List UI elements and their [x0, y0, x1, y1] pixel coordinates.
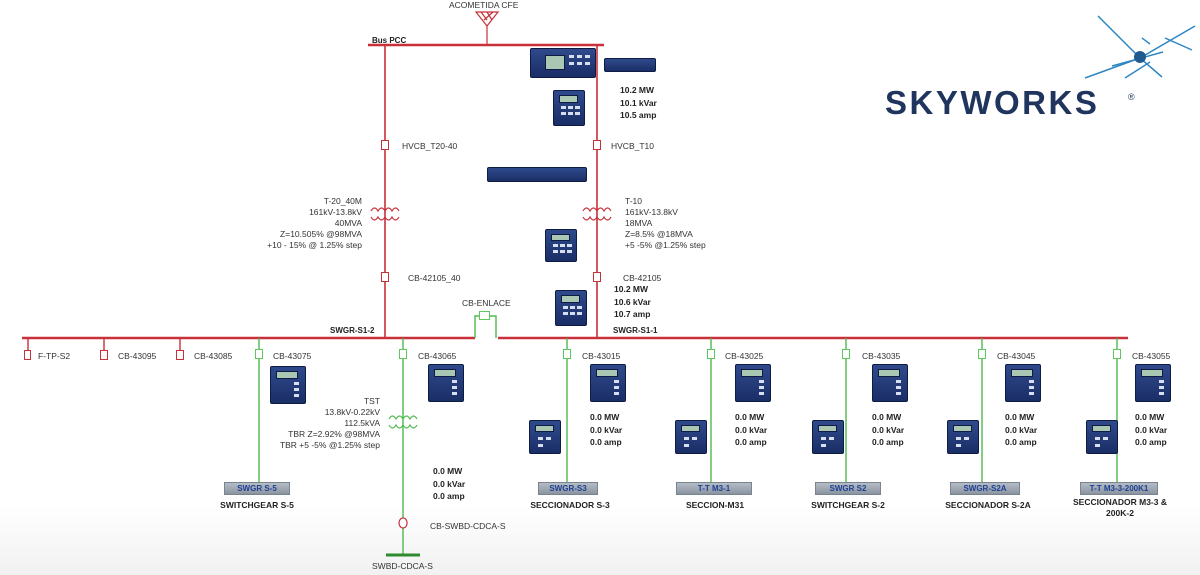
- cb-swbd-cdca-s-label: CB-SWBD-CDCA-S: [430, 521, 506, 531]
- breaker-hvcb-t20-40[interactable]: [381, 140, 389, 150]
- cb-43015-label: CB-43015: [582, 351, 621, 361]
- meter-device-s2a[interactable]: [947, 420, 979, 454]
- relay-cb-43055[interactable]: [1135, 364, 1171, 402]
- meter-device-s3[interactable]: [529, 420, 561, 454]
- meter-pcc-rack[interactable]: [604, 58, 656, 72]
- tag-swgr-s3[interactable]: SWGR-S3: [538, 482, 598, 495]
- breaker-cb-42105-40[interactable]: [381, 272, 389, 282]
- cb-43035-label: CB-43035: [862, 351, 901, 361]
- feeder-s5-name: SWITCHGEAR S-5: [220, 500, 294, 510]
- skyworks-logo-mark: [1084, 15, 1196, 79]
- meter-top-amp: 10.5 amp: [620, 110, 657, 120]
- bus-swgr-s1-1-label: SWGR-S1-1: [613, 326, 658, 335]
- breaker-cb-43075[interactable]: [255, 349, 263, 359]
- meter-device-m3-3[interactable]: [1086, 420, 1118, 454]
- cb-42105-label: CB-42105: [623, 273, 662, 283]
- tag-swgr-s2a[interactable]: SWGR-S2A: [950, 482, 1020, 495]
- breaker-cb-43025[interactable]: [707, 349, 715, 359]
- meter-top-readout: 10.2 MW 10.1 kVar 10.5 amp: [620, 84, 657, 122]
- meter-tst-readout: 0.0 MW 0.0 kVar 0.0 amp: [433, 466, 466, 501]
- cb-43025-label: CB-43025: [725, 351, 764, 361]
- utility-source-icon: [474, 11, 500, 44]
- transformer-t10-text: T-10 161kV-13.8kV 18MVA Z=8.5% @18MVA +5…: [625, 196, 706, 250]
- transformer-tst-text: TST 13.8kV-0.22kV 112.5kVA TBR Z=2.92% @…: [279, 396, 380, 450]
- relay-cb-43075[interactable]: [270, 366, 306, 404]
- relay-cb-43035[interactable]: [872, 364, 908, 402]
- breaker-cb-42105[interactable]: [593, 272, 601, 282]
- transformer-t20-text: T-20_40M 161kV-13.8kV 40MVA Z=10.505% @9…: [267, 196, 362, 250]
- hvcb-t10-label: HVCB_T10: [611, 141, 654, 151]
- cb-43065-label: CB-43065: [418, 351, 457, 361]
- bus-swgr-s1-2-label: SWGR-S1-2: [330, 326, 375, 335]
- relay-pcc-main[interactable]: [530, 48, 596, 78]
- relay-cb-43045[interactable]: [1005, 364, 1041, 402]
- relay-cb-43025[interactable]: [735, 364, 771, 402]
- relay-hvcb-t10[interactable]: [553, 90, 585, 126]
- cb-43085-label: CB-43085: [194, 351, 233, 361]
- swbd-breaker-icon: [398, 517, 408, 529]
- fuse-f-tp-s2[interactable]: [24, 350, 31, 360]
- bus-pcc-label: Bus PCC: [372, 36, 407, 45]
- cb-enlace-label: CB-ENLACE: [462, 298, 511, 308]
- registered-mark: ®: [1128, 92, 1135, 102]
- cb-43075-label: CB-43075: [273, 351, 312, 361]
- transformer-t20-icon: [370, 207, 400, 221]
- relay-cb-43015[interactable]: [590, 364, 626, 402]
- f-tp-s2-label: F-TP-S2: [38, 351, 71, 361]
- meter-top-mw: 10.2 MW: [620, 85, 655, 95]
- feeder-s3-name: SECCIONADOR S-3: [530, 500, 610, 510]
- feeder-s2a-name: SECCIONADOR S-2A: [945, 500, 1031, 510]
- meter-device-m31[interactable]: [675, 420, 707, 454]
- breaker-cb-43095[interactable]: [100, 350, 108, 360]
- relay-cb-42105[interactable]: [555, 290, 587, 326]
- cb-43045-label: CB-43045: [997, 351, 1036, 361]
- breaker-cb-43015[interactable]: [563, 349, 571, 359]
- utility-label: ACOMETIDA CFE: [449, 0, 519, 10]
- tag-t-t-m3-1[interactable]: T-T M3-1: [676, 482, 752, 495]
- cb-43095-label: CB-43095: [118, 351, 157, 361]
- relay-cb-43065[interactable]: [428, 364, 464, 402]
- bus-swbd-cdca-s-label: SWBD-CDCA-S: [372, 561, 433, 571]
- breaker-cb-43055[interactable]: [1113, 349, 1121, 359]
- meter-device-s2[interactable]: [812, 420, 844, 454]
- tag-swgr-s5[interactable]: SWGR S-5: [224, 482, 290, 495]
- cb-43055-label: CB-43055: [1132, 351, 1171, 361]
- transformer-t10-icon: [582, 207, 612, 221]
- breaker-cb-43085[interactable]: [176, 350, 184, 360]
- cb-42105-40-label: CB-42105_40: [408, 273, 461, 283]
- feeder-s2-name: SWITCHGEAR S-2: [811, 500, 885, 510]
- feeder-m31-name: SECCION-M31: [685, 500, 745, 510]
- breaker-hvcb-t10[interactable]: [593, 140, 601, 150]
- meter-bottom-readout: 10.2 MW 10.6 kVar 10.7 amp: [614, 284, 651, 319]
- relay-t10-diff[interactable]: [545, 229, 577, 262]
- hvcb-t20-40-label: HVCB_T20-40: [402, 141, 458, 151]
- skyworks-logo-text: SKYWORKS: [885, 84, 1100, 121]
- tag-t-t-m3-3-200k1[interactable]: T-T M3-3-200K1: [1080, 482, 1158, 495]
- meter-top-kvar: 10.1 kVar: [620, 97, 657, 108]
- breaker-cb-enlace[interactable]: [479, 311, 490, 320]
- breaker-cb-43035[interactable]: [842, 349, 850, 359]
- feeder-m3-3-name: SECCIONADOR M3-3 & 200K-2: [1073, 497, 1167, 518]
- transformer-tst-icon: [388, 415, 418, 429]
- breaker-cb-43045[interactable]: [978, 349, 986, 359]
- relay-rack-t10[interactable]: [487, 167, 587, 182]
- tag-swgr-s2[interactable]: SWGR S2: [815, 482, 881, 495]
- breaker-cb-43065[interactable]: [399, 349, 407, 359]
